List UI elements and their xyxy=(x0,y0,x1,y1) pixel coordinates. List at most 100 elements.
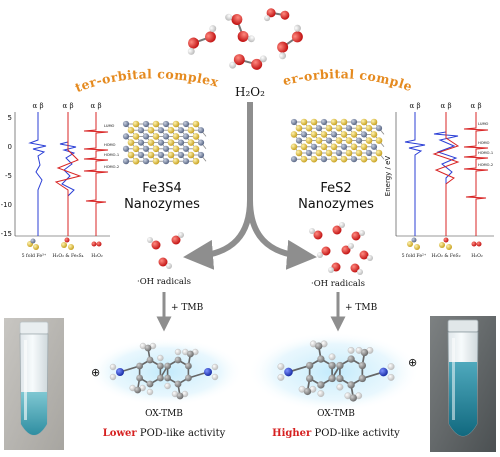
carbon-atom xyxy=(317,381,325,389)
oh-radical xyxy=(171,232,184,245)
iron-atom xyxy=(122,133,130,140)
sulfur-atom xyxy=(320,143,328,151)
sulfur-atom xyxy=(187,139,195,146)
left-charge-symbol: ⊕ xyxy=(91,366,100,379)
left-activity-level: Lower xyxy=(103,428,138,439)
sulfur-atom xyxy=(375,149,383,157)
right-activity-level: Higher xyxy=(272,428,312,439)
iron-atom xyxy=(330,131,338,138)
left-dos-curve-h2o2 xyxy=(83,112,109,236)
sulfur-atom xyxy=(167,126,175,134)
right-column-header-1: α β xyxy=(410,102,421,110)
iron-atom xyxy=(157,127,165,134)
hydrogen-atom xyxy=(174,348,182,356)
right-column-label-1: 5 fold Fe²⁺ xyxy=(402,253,427,259)
h2o2-molecule xyxy=(225,13,255,43)
sulfur-atom xyxy=(330,155,338,163)
sulfur-atom xyxy=(370,118,378,126)
carbon-atom xyxy=(176,392,184,400)
fe3s4-crystal-structure xyxy=(122,120,207,165)
left-h2o2-structure xyxy=(91,241,102,247)
left-column-label-3: H₂O₂ xyxy=(91,253,103,259)
sulfur-atom xyxy=(192,157,200,165)
oh-radical xyxy=(341,243,354,255)
sulfur-atom xyxy=(187,151,195,159)
sulfur-atom xyxy=(360,143,368,151)
left-activity-label: Lower POD-like activity xyxy=(103,428,226,439)
right-tmb-step-label: + TMB xyxy=(345,303,378,313)
iron-atom xyxy=(162,145,170,152)
carbon-atom xyxy=(136,374,144,382)
sulfur-atom xyxy=(365,137,373,144)
oh-radical xyxy=(359,250,373,261)
hydrogen-atom xyxy=(277,373,285,381)
outer-orbital-label: outer-orbital complexes xyxy=(0,0,220,95)
carbon-atom xyxy=(146,356,154,364)
carbon-atom xyxy=(347,381,355,389)
left-oh-radicals xyxy=(147,232,184,269)
left-dos-panel: 5 0 -5 -10 -15 α β α β α β LUMO HOMO HOM… xyxy=(1,102,120,259)
left-dos-curve-fe xyxy=(28,112,47,236)
iron-atom xyxy=(137,127,145,134)
iron-atom xyxy=(177,127,185,134)
iron-atom xyxy=(162,158,170,165)
sulfur-atom xyxy=(290,131,298,138)
sulfur-atom xyxy=(127,126,135,134)
carbon-atom xyxy=(336,361,344,370)
right-dos-curve-mixed xyxy=(433,112,459,236)
right-dos-panel: Energy / eV α β α β α β LUMO HOMO HOMO-1… xyxy=(384,102,494,259)
right-column-header-3: α β xyxy=(471,102,482,110)
hydrogen-atom xyxy=(277,363,285,371)
nitrogen-atom xyxy=(204,368,212,376)
sulfur-atom xyxy=(290,143,298,151)
iron-atom xyxy=(182,120,190,128)
hydrogen-atom xyxy=(109,373,117,381)
left-column-label-1: 5 fold Fe³⁺ xyxy=(22,253,47,259)
carbon-atom xyxy=(328,374,336,383)
iron-atom xyxy=(350,118,358,126)
right-dos-curve-fe xyxy=(404,112,426,236)
iron-atom xyxy=(177,151,185,159)
right-h2o2-structure xyxy=(471,241,482,247)
right-oh-radicals-label: ·OH radicals xyxy=(311,279,365,289)
sulfur-atom xyxy=(375,137,383,144)
oh-radical xyxy=(158,257,172,269)
iron-atom xyxy=(137,139,145,146)
right-column-label-2: H₂O₂ & FeS₂ xyxy=(431,253,460,259)
left-ox-tmb-label: OX-TMB xyxy=(145,409,183,419)
carbon-atom xyxy=(144,344,152,352)
hydrogen-atom xyxy=(328,353,336,361)
sulfur-atom xyxy=(192,145,200,153)
iron-atom xyxy=(335,149,343,157)
sulfur-atom xyxy=(355,124,363,132)
left-activity-text: POD-like activity xyxy=(137,428,226,439)
sulfur-atom xyxy=(132,157,140,165)
left-orbital-tag-homo-1: HOMO-1 xyxy=(104,153,119,157)
hydrogen-atom xyxy=(317,390,325,398)
left-axis-tick-1: 0 xyxy=(8,143,12,151)
left-column-label-2: H₂O₂ & Fe₃S₄ xyxy=(53,253,84,259)
sulfur-atom xyxy=(127,139,135,146)
iron-atom xyxy=(325,137,333,144)
iron-atom xyxy=(340,143,348,150)
sulfur-atom xyxy=(340,118,348,126)
sulfur-atom xyxy=(132,120,140,128)
sulfur-atom xyxy=(345,137,353,144)
iron-atom xyxy=(142,120,150,128)
sulfur-atom xyxy=(370,155,378,163)
sulfur-atom xyxy=(355,149,363,157)
sulfur-atom xyxy=(310,118,318,126)
hydrogen-atom xyxy=(211,363,219,371)
reaction-split-arrows xyxy=(183,102,317,270)
iron-atom xyxy=(182,158,190,165)
sulfur-atom xyxy=(192,133,200,140)
sulfur-atom xyxy=(330,143,338,151)
sulfur-atom xyxy=(310,155,318,163)
iron-atom xyxy=(142,158,150,165)
left-oh-radicals-label: ·OH radicals xyxy=(137,277,191,287)
sulfur-atom xyxy=(147,139,155,146)
sulfur-atom xyxy=(350,143,358,151)
oh-radical xyxy=(351,230,365,241)
sulfur-atom xyxy=(152,133,160,140)
carbon-atom xyxy=(136,362,144,370)
